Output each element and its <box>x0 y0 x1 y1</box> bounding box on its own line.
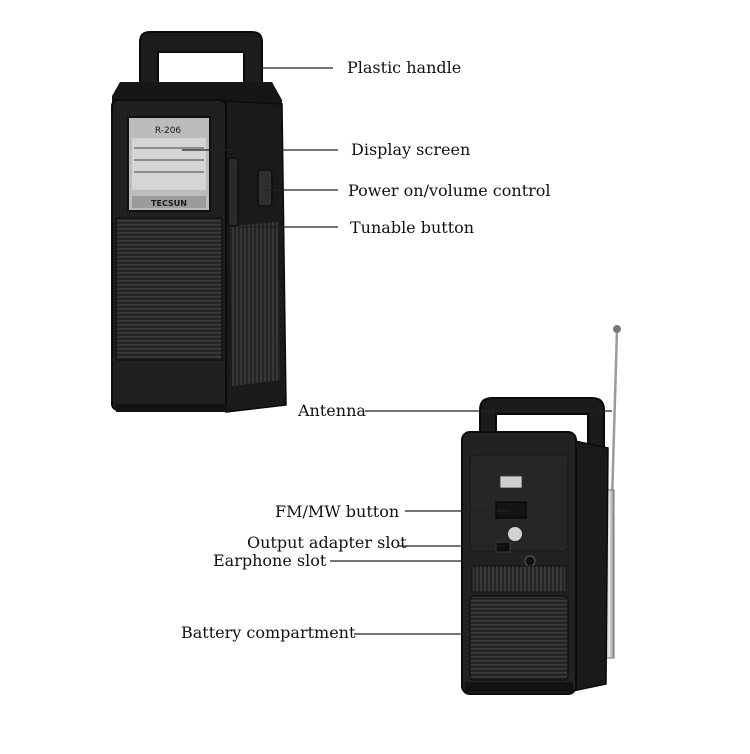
dial-scale <box>132 138 206 190</box>
earphone-jack <box>524 555 536 567</box>
leader-lines <box>182 67 612 635</box>
label-battery-compartment: Battery compartment <box>181 623 356 642</box>
brand-label: TECSUN <box>151 199 187 208</box>
back-bottom <box>465 682 573 692</box>
label-tunable-button: Tunable button <box>350 218 475 237</box>
side-speaker-grille <box>230 222 280 386</box>
label-plastic-handle: Plastic handle <box>347 58 462 77</box>
front-bottom <box>116 404 226 412</box>
label-output-adapter-slot: Output adapter slot <box>247 533 407 552</box>
label-display-screen: Display screen <box>351 140 471 159</box>
battery-door <box>469 595 569 681</box>
band-label-plate <box>499 475 523 489</box>
label-power-volume: Power on/volume control <box>348 181 551 200</box>
tuning-wheel <box>227 157 239 227</box>
label-antenna: Antenna <box>298 401 366 420</box>
model-label: R-206 <box>155 126 182 136</box>
antenna-tip <box>613 325 621 333</box>
adapter-slot <box>495 541 511 553</box>
back-grille <box>471 565 567 593</box>
label-fm-mw-button: FM/MW button <box>275 502 400 521</box>
fm-mw-switch <box>495 501 527 519</box>
back-reflection <box>508 527 522 541</box>
back-radio <box>461 325 621 695</box>
brand-strip <box>132 196 206 208</box>
front-radio: R-206 TECSUN <box>111 31 287 413</box>
front-speaker-grille <box>115 217 223 361</box>
antenna-rod-top <box>610 329 619 501</box>
label-earphone-slot: Earphone slot <box>213 551 327 570</box>
volume-knob <box>257 169 273 207</box>
